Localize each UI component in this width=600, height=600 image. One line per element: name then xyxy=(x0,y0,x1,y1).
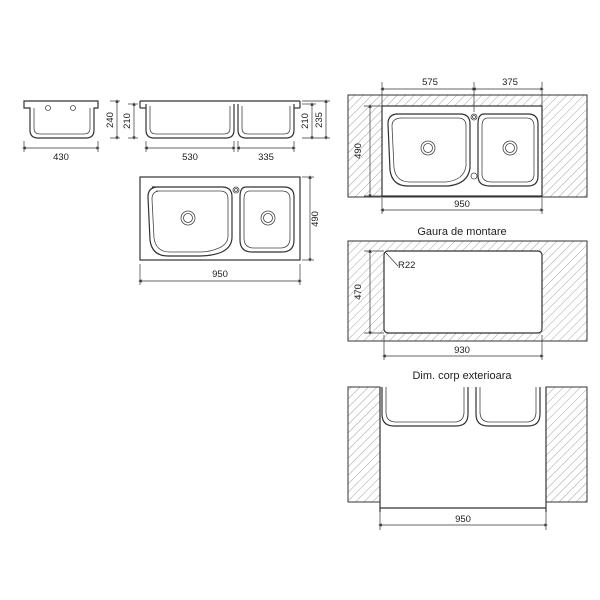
cutout-view: Gaura de montare R22 470 930 xyxy=(347,226,588,360)
side-large-width-label: 530 xyxy=(182,152,198,163)
top-width-label: 950 xyxy=(212,269,228,280)
counter-left-bowl-label: 575 xyxy=(422,77,438,88)
cutout-depth-label: 470 xyxy=(353,284,364,300)
side-small-width-label: 430 xyxy=(53,152,69,163)
counter-right-bowl-label: 375 xyxy=(502,77,518,88)
side-right-depth-inner-label: 210 xyxy=(300,113,311,129)
side-small-depth-label: 240 xyxy=(105,112,116,128)
cabinet-view: Dim. corp exterioara 950 xyxy=(347,370,588,530)
counter-depth-label: 490 xyxy=(353,143,364,159)
top-view-sink: 950 490 xyxy=(138,175,321,285)
cutout-title: Gaura de montare xyxy=(417,226,506,238)
cabinet-title: Dim. corp exterioara xyxy=(412,370,512,382)
side-large-depth-label: 210 xyxy=(122,113,133,129)
cabinet-width-label: 950 xyxy=(455,514,471,525)
side-view-large: 210 530 335 210 235 xyxy=(122,99,330,163)
side-right-depth-outer-label: 235 xyxy=(314,112,325,128)
top-depth-label: 490 xyxy=(310,211,321,227)
cutout-radius-label: R22 xyxy=(398,260,415,271)
side-right-width-label: 335 xyxy=(258,152,274,163)
cutout-width-label: 930 xyxy=(454,345,470,356)
countertop-view: 575 375 490 950 xyxy=(347,77,588,214)
counter-width-label: 950 xyxy=(454,199,470,210)
side-view-small: 430 240 xyxy=(22,99,120,163)
